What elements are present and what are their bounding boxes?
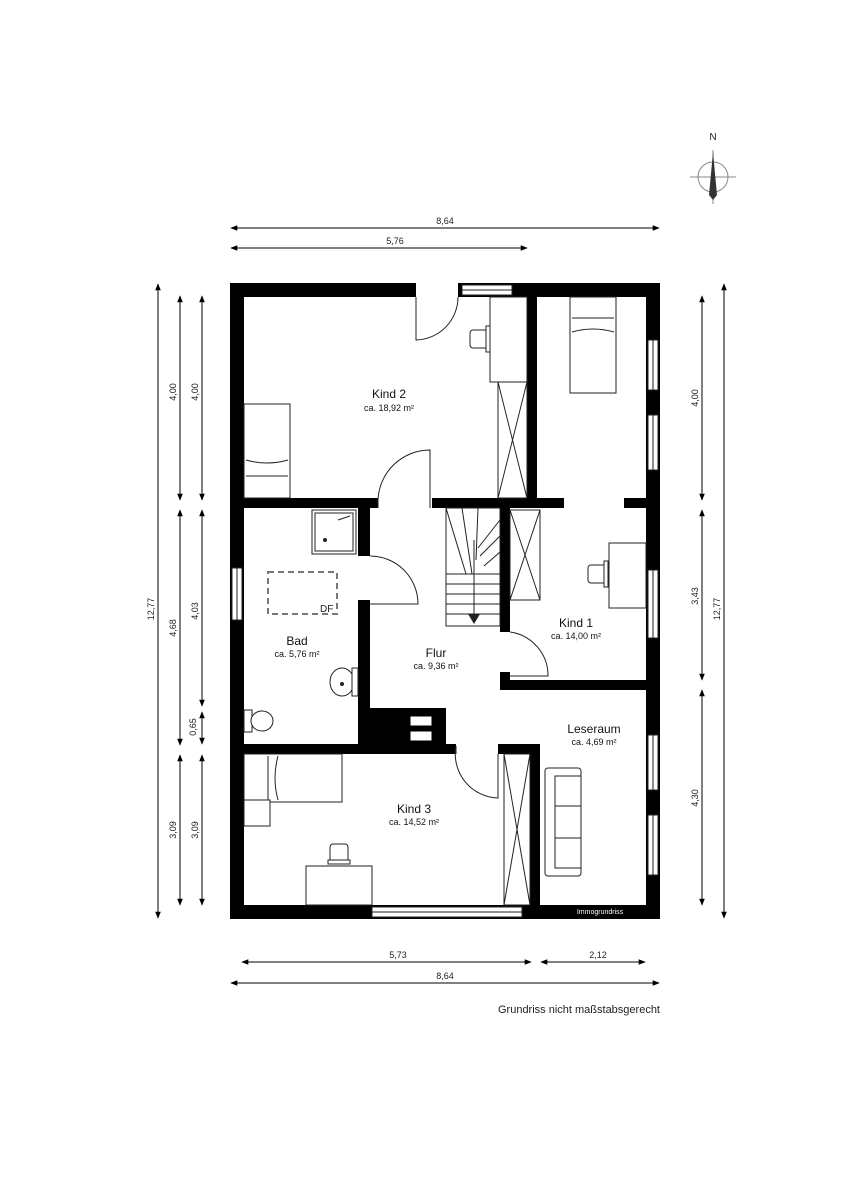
svg-text:12,77: 12,77 <box>712 598 722 621</box>
windows <box>231 284 659 918</box>
toilet <box>243 709 274 733</box>
room-name: Kind 3 <box>397 802 431 816</box>
room-name: Leseraum <box>567 722 620 736</box>
svg-text:8,64: 8,64 <box>436 216 454 226</box>
wardrobe <box>497 381 528 499</box>
room-name: Kind 2 <box>372 387 406 401</box>
room-kind-3: Kind 3 ca. 14,52 m² <box>389 802 439 827</box>
svg-text:4,00: 4,00 <box>168 383 178 401</box>
svg-text:4,30: 4,30 <box>690 789 700 807</box>
skylight-dachfenster: DF <box>267 571 338 615</box>
shaft-opening <box>409 730 433 742</box>
nightstand <box>243 799 271 827</box>
svg-text:4,00: 4,00 <box>690 389 700 407</box>
bed <box>243 403 291 499</box>
dimension-left-mid: 4,00 4,68 3,09 <box>168 295 183 906</box>
dimension-left-total: 12,77 <box>146 283 161 919</box>
sink <box>329 667 359 697</box>
svg-text:3,09: 3,09 <box>190 821 200 839</box>
brand-label: Immogrundriss <box>577 909 624 916</box>
svg-text:5,73: 5,73 <box>389 950 407 960</box>
dimension-top-total: 8,64 <box>230 216 660 231</box>
sofa <box>544 767 582 877</box>
svg-text:4,03: 4,03 <box>190 602 200 620</box>
chair <box>327 843 351 865</box>
room-area: ca. 14,52 m² <box>389 817 439 827</box>
room-kind-1: Kind 1 ca. 14,00 m² <box>551 616 601 641</box>
north-arrow-icon: N <box>690 132 736 204</box>
room-name: Kind 1 <box>559 616 593 630</box>
room-area: ca. 4,69 m² <box>571 737 616 747</box>
desk <box>305 865 373 906</box>
compass-label: N <box>709 132 716 143</box>
staircase <box>445 507 501 627</box>
room-name: Flur <box>426 646 447 660</box>
room-leseraum: Leseraum ca. 4,69 m² <box>567 722 620 747</box>
room-area: ca. 18,92 m² <box>364 403 414 413</box>
svg-text:5,76: 5,76 <box>386 236 404 246</box>
room-area: ca. 5,76 m² <box>274 649 319 659</box>
dimension-right-total: 12,77 <box>712 283 727 919</box>
svg-text:4,68: 4,68 <box>168 619 178 637</box>
dimension-bottom-total: 8,64 <box>230 971 660 986</box>
dimension-bottom-right: 2,12 <box>540 950 646 965</box>
dimension-left-inner: 4,00 4,03 0,65 3,09 <box>188 295 205 906</box>
room-flur: Flur ca. 9,36 m² <box>413 646 458 671</box>
skylight-label: DF <box>320 604 333 615</box>
svg-text:4,00: 4,00 <box>190 383 200 401</box>
svg-text:8,64: 8,64 <box>436 971 454 981</box>
svg-text:3,09: 3,09 <box>168 821 178 839</box>
shaft-opening <box>409 715 433 727</box>
wardrobe <box>509 509 541 601</box>
room-bad: Bad ca. 5,76 m² <box>274 634 319 659</box>
desk <box>489 296 528 383</box>
desk <box>608 542 647 609</box>
scale-disclaimer: Grundriss nicht maßstabsgerecht <box>497 1004 660 1016</box>
bed <box>243 753 343 803</box>
chair <box>587 560 609 588</box>
dimension-top-partial: 5,76 <box>230 236 528 251</box>
svg-text:2,12: 2,12 <box>589 950 607 960</box>
dimension-bottom-left: 5,73 <box>241 950 532 965</box>
room-name: Bad <box>286 634 307 648</box>
dimension-right: 4,00 3,43 4,30 <box>690 295 705 906</box>
svg-text:3,43: 3,43 <box>690 587 700 605</box>
room-area: ca. 14,00 m² <box>551 631 601 641</box>
svg-text:12,77: 12,77 <box>146 598 156 621</box>
shower <box>311 509 357 555</box>
wardrobe <box>503 753 531 906</box>
room-area: ca. 9,36 m² <box>413 661 458 671</box>
room-kind-2: Kind 2 ca. 18,92 m² <box>364 387 414 413</box>
bed <box>569 296 617 394</box>
doors <box>369 296 549 799</box>
svg-text:0,65: 0,65 <box>188 718 198 736</box>
chair <box>469 325 491 353</box>
